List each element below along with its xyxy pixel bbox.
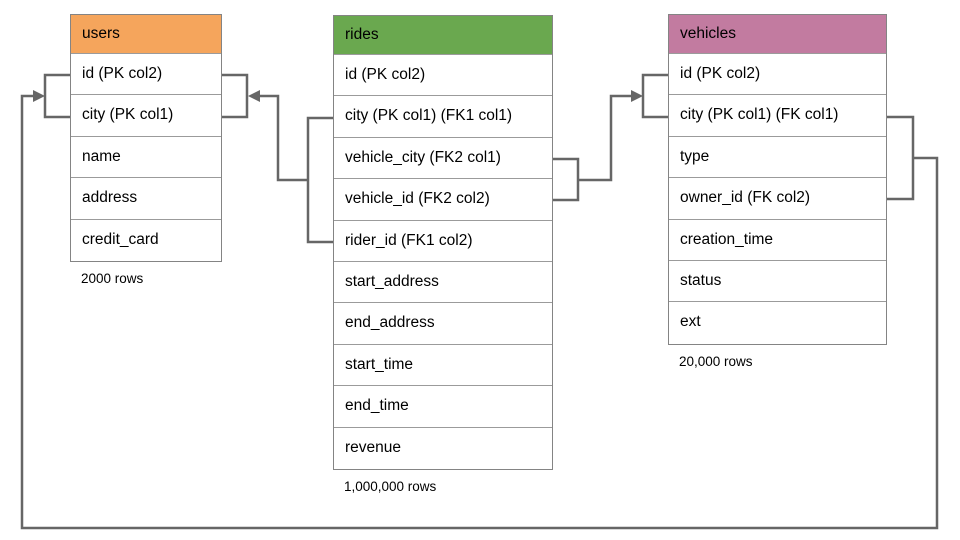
table-vehicles: vehicles id (PK col2)city (PK col1) (FK … [668,14,887,369]
rides-to-users-line [259,94,308,182]
rides-to-vehicles-arrow-icon [631,90,643,102]
table-rides-column-row: revenue [334,427,552,469]
table-rides-column-row: start_time [334,344,552,387]
vehicles-right-bracket [887,115,915,201]
table-rides-box: rides id (PK col2)city (PK col1) (FK1 co… [333,15,553,470]
table-users-column-row: name [71,136,221,179]
table-rides-column-row: vehicle_id (FK2 col2) [334,179,552,221]
rides-right-bracket [553,157,580,202]
table-rides-column-row: id (PK col2) [334,55,552,97]
table-vehicles-column-row: ext [669,302,886,344]
table-rides-column-row: end_address [334,303,552,345]
rides-to-vehicles-line [578,94,632,182]
table-rides-column-row: city (PK col1) (FK1 col1) [334,96,552,138]
table-rides-column-row: end_time [334,386,552,428]
table-rides-column-row: start_address [334,261,552,304]
table-rides-column-row: rider_id (FK1 col2) [334,220,552,262]
table-rides-header: rides [334,16,552,55]
users-left-bracket [43,73,70,119]
table-vehicles-column-row: status [669,260,886,303]
table-users-column-row: credit_card [71,219,221,261]
table-vehicles-column-row: type [669,136,886,179]
table-users-column-row: address [71,178,221,220]
table-vehicles-column-row: creation_time [669,219,886,261]
rides-left-bracket [306,116,333,244]
table-rides-rowcount: 1,000,000 rows [344,478,437,494]
table-vehicles-column-row: city (PK col1) (FK col1) [669,95,886,137]
table-vehicles-column-row: owner_id (FK col2) [669,178,886,220]
vehicles-to-users-arrow-icon [33,90,45,102]
users-right-bracket [222,73,249,119]
table-rides-rows: id (PK col2)city (PK col1) (FK1 col1)veh… [334,55,552,469]
table-vehicles-rowcount: 20,000 rows [679,353,753,369]
rides-to-users-arrow-icon [248,90,260,102]
table-rides: rides id (PK col2)city (PK col1) (FK1 co… [333,15,553,494]
table-rides-column-row: vehicle_city (FK2 col1) [334,137,552,180]
vehicles-left-bracket [641,73,668,119]
table-vehicles-box: vehicles id (PK col2)city (PK col1) (FK … [668,14,887,345]
table-users-column-row: city (PK col1) [71,95,221,137]
table-users-header: users [71,15,221,54]
table-vehicles-rows: id (PK col2)city (PK col1) (FK col1)type… [669,54,886,344]
table-vehicles-column-row: id (PK col2) [669,54,886,96]
table-vehicles-header: vehicles [669,15,886,54]
table-users-column-row: id (PK col2) [71,54,221,96]
table-users-rowcount: 2000 rows [81,270,144,286]
